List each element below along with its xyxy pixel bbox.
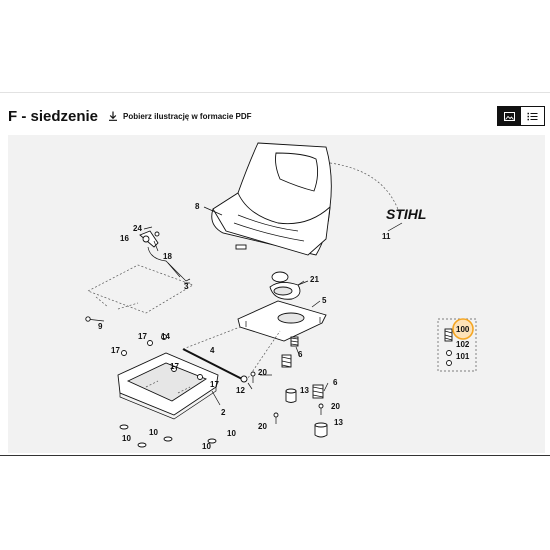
part-label-17a: 17 bbox=[138, 332, 147, 341]
view-toggle bbox=[497, 106, 545, 126]
part-label-8: 8 bbox=[195, 202, 200, 211]
download-icon bbox=[109, 111, 117, 121]
bolt-part-9[interactable] bbox=[85, 316, 105, 322]
parts-diagram: STIHL bbox=[8, 135, 545, 453]
part-labels: 8 11 24 16 18 3 21 5 9 17 14 17 4 6 17 1… bbox=[98, 202, 470, 451]
part-label-4: 4 bbox=[210, 346, 215, 355]
part-label-20b: 20 bbox=[331, 402, 340, 411]
seat-base-frame-part[interactable] bbox=[117, 352, 219, 420]
page-title: F - siedzenie bbox=[8, 108, 99, 125]
part-label-24: 24 bbox=[133, 224, 142, 233]
image-view-button[interactable] bbox=[498, 107, 521, 125]
download-pdf-link[interactable]: Pobierz ilustrację w formacie PDF bbox=[108, 111, 251, 121]
nut-parts-17[interactable] bbox=[121, 334, 203, 380]
page-header: F - siedzenie Pobierz ilustrację w forma… bbox=[0, 100, 550, 132]
lever-assembly-part[interactable] bbox=[139, 230, 191, 282]
part-label-17d: 17 bbox=[210, 380, 219, 389]
part-label-20c: 20 bbox=[258, 422, 267, 431]
part-label-10b: 10 bbox=[227, 429, 236, 438]
part-label-21: 21 bbox=[310, 275, 319, 284]
part-label-102: 102 bbox=[456, 340, 470, 349]
washer-parts-10[interactable] bbox=[119, 424, 217, 448]
stihl-logo: STIHL bbox=[386, 206, 426, 222]
bolt-parts-20[interactable] bbox=[250, 371, 324, 424]
part-label-101: 101 bbox=[456, 352, 470, 361]
part-label-17b: 17 bbox=[111, 346, 120, 355]
part-label-10c: 10 bbox=[122, 434, 131, 443]
part-label-12: 12 bbox=[236, 386, 245, 395]
bumper-part-b[interactable] bbox=[314, 422, 328, 438]
image-icon bbox=[504, 111, 515, 121]
part-label-14: 14 bbox=[161, 332, 170, 341]
spring-part-b[interactable] bbox=[312, 384, 324, 399]
part-label-13b: 13 bbox=[334, 418, 343, 427]
leader-lines bbox=[143, 206, 329, 406]
part-label-6b: 6 bbox=[333, 378, 338, 387]
part-label-10d: 10 bbox=[202, 442, 211, 451]
part-label-5: 5 bbox=[322, 296, 327, 305]
download-label: Pobierz ilustrację w formacie PDF bbox=[123, 111, 252, 121]
part-label-2: 2 bbox=[221, 408, 226, 417]
pivot-shaft-part[interactable] bbox=[182, 326, 281, 383]
highlight-marker-100[interactable] bbox=[452, 318, 474, 340]
spring-part-a[interactable] bbox=[281, 336, 299, 368]
part-label-17c: 17 bbox=[170, 362, 179, 371]
part-label-20a: 20 bbox=[258, 368, 267, 377]
bumper-part-a[interactable] bbox=[285, 388, 297, 403]
bottom-divider bbox=[0, 455, 550, 456]
part-label-100: 100 bbox=[456, 325, 470, 334]
seat-bracket-frame-part[interactable] bbox=[87, 264, 194, 314]
part-label-16: 16 bbox=[120, 234, 129, 243]
part-label-9: 9 bbox=[98, 322, 103, 331]
spring-kit-part[interactable] bbox=[444, 328, 453, 366]
part-label-18: 18 bbox=[163, 252, 172, 261]
seat-part[interactable] bbox=[211, 142, 332, 256]
part-label-6a: 6 bbox=[298, 350, 303, 359]
part-label-3: 3 bbox=[184, 282, 189, 291]
part-label-10a: 10 bbox=[149, 428, 158, 437]
part-label-11: 11 bbox=[382, 232, 391, 241]
list-icon bbox=[527, 112, 538, 120]
seat-plate-part[interactable] bbox=[237, 300, 327, 342]
detail-box bbox=[437, 318, 477, 372]
exploded-view: STIHL bbox=[85, 142, 477, 451]
seat-cup-part[interactable] bbox=[269, 271, 309, 300]
stihl-decal-part[interactable]: STIHL bbox=[386, 206, 426, 232]
list-view-button[interactable] bbox=[521, 107, 544, 125]
top-divider bbox=[0, 92, 550, 93]
part-label-13a: 13 bbox=[300, 386, 309, 395]
